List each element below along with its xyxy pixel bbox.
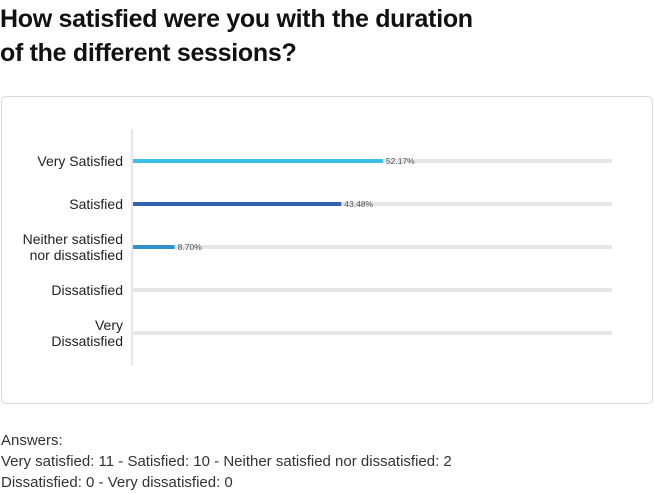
category-label: Dissatisfied	[51, 282, 123, 298]
answers-summary: Answers: Very satisfied: 11 - Satisfied:…	[1, 430, 651, 493]
answers-line-2: Dissatisfied: 0 - Very dissatisfied: 0	[1, 474, 233, 491]
bar-chart: 52.17% Very Satisfied 43.48% Satisfied 8.70%…	[23, 129, 612, 365]
chart-card: 52.17% Very Satisfied 43.48% Satisfied 8.70%…	[1, 96, 653, 404]
chart-title: How satisfied were you with the duration…	[0, 2, 640, 70]
category-label: Very Satisfied	[37, 153, 123, 169]
category-label: Satisfied	[69, 196, 123, 212]
bar-value-label: 8.70%	[178, 242, 203, 252]
bar-track	[133, 331, 612, 335]
chart-title-line-1: How satisfied were you with the duration	[0, 5, 473, 33]
bar	[133, 159, 383, 163]
category-label: nor dissatisfied	[30, 247, 123, 263]
answers-line-1: Very satisfied: 11 - Satisfied: 10 - Nei…	[1, 453, 452, 470]
bar-track	[133, 288, 612, 292]
chart-title-line-2: of the different sessions?	[0, 39, 297, 67]
category-label: Neither satisfied	[23, 231, 123, 247]
category-label: Dissatisfied	[51, 333, 123, 349]
category-label: Very	[95, 317, 123, 333]
bar-track	[133, 245, 612, 249]
bar	[133, 202, 342, 206]
bar	[133, 245, 175, 249]
bar-track	[133, 202, 612, 206]
bar-value-label: 52.17%	[386, 156, 415, 166]
bar-value-label: 43.48%	[344, 199, 373, 209]
answers-heading: Answers:	[1, 432, 63, 449]
